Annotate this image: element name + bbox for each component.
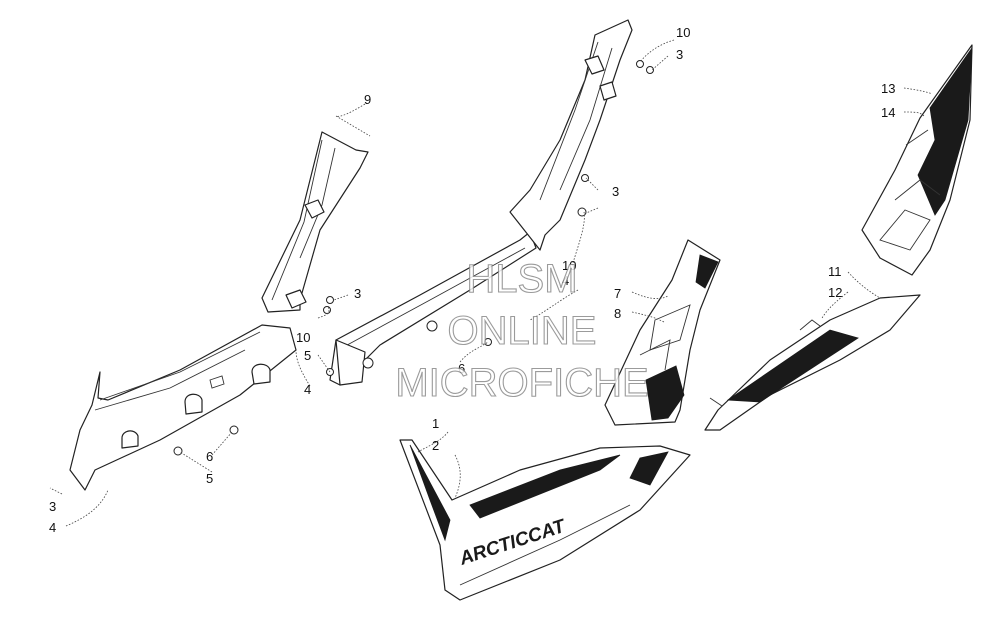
left-upper-bracket [261, 131, 369, 314]
side-panel-13-14 [861, 44, 973, 276]
side-panel-11-12 [704, 294, 921, 431]
callout-5: 5 [206, 471, 213, 486]
callout-4: 4 [49, 520, 56, 535]
left-lower-side-panel [69, 324, 297, 491]
watermark-line-1: HLSM [466, 257, 577, 301]
callout-3: 3 [354, 286, 361, 301]
callout-1: 1 [432, 416, 439, 431]
callout-2: 2 [432, 438, 439, 453]
callout-5: 5 [304, 348, 311, 363]
callout-9: 9 [364, 92, 371, 107]
callout-6: 6 [458, 361, 465, 376]
callout-13: 13 [881, 81, 895, 96]
leader-lines [49, 39, 933, 527]
callout-8: 8 [614, 306, 621, 321]
callout-3: 3 [49, 499, 56, 514]
watermark-line-2: ONLINE [448, 309, 597, 353]
upper-middle-bracket [509, 19, 654, 251]
callout-6: 6 [206, 449, 213, 464]
center-rail-panel [326, 231, 537, 386]
callout-11: 11 [828, 264, 842, 279]
side-panel-7-8 [604, 239, 721, 426]
front-side-panel-1-2: ARCTICCAT [399, 439, 691, 601]
callout-3: 3 [612, 184, 619, 199]
callout-3: 3 [676, 47, 683, 62]
watermark: HLSM ONLINE MICROFICHE [395, 256, 649, 405]
callout-10: 10 [296, 330, 310, 345]
callout-12: 12 [828, 285, 842, 300]
watermark-line-3: MICROFICHE [395, 361, 648, 405]
callout-14: 14 [881, 105, 895, 120]
callout-10: 10 [676, 25, 690, 40]
callout-7: 7 [614, 286, 621, 301]
callout-4: 4 [304, 382, 311, 397]
